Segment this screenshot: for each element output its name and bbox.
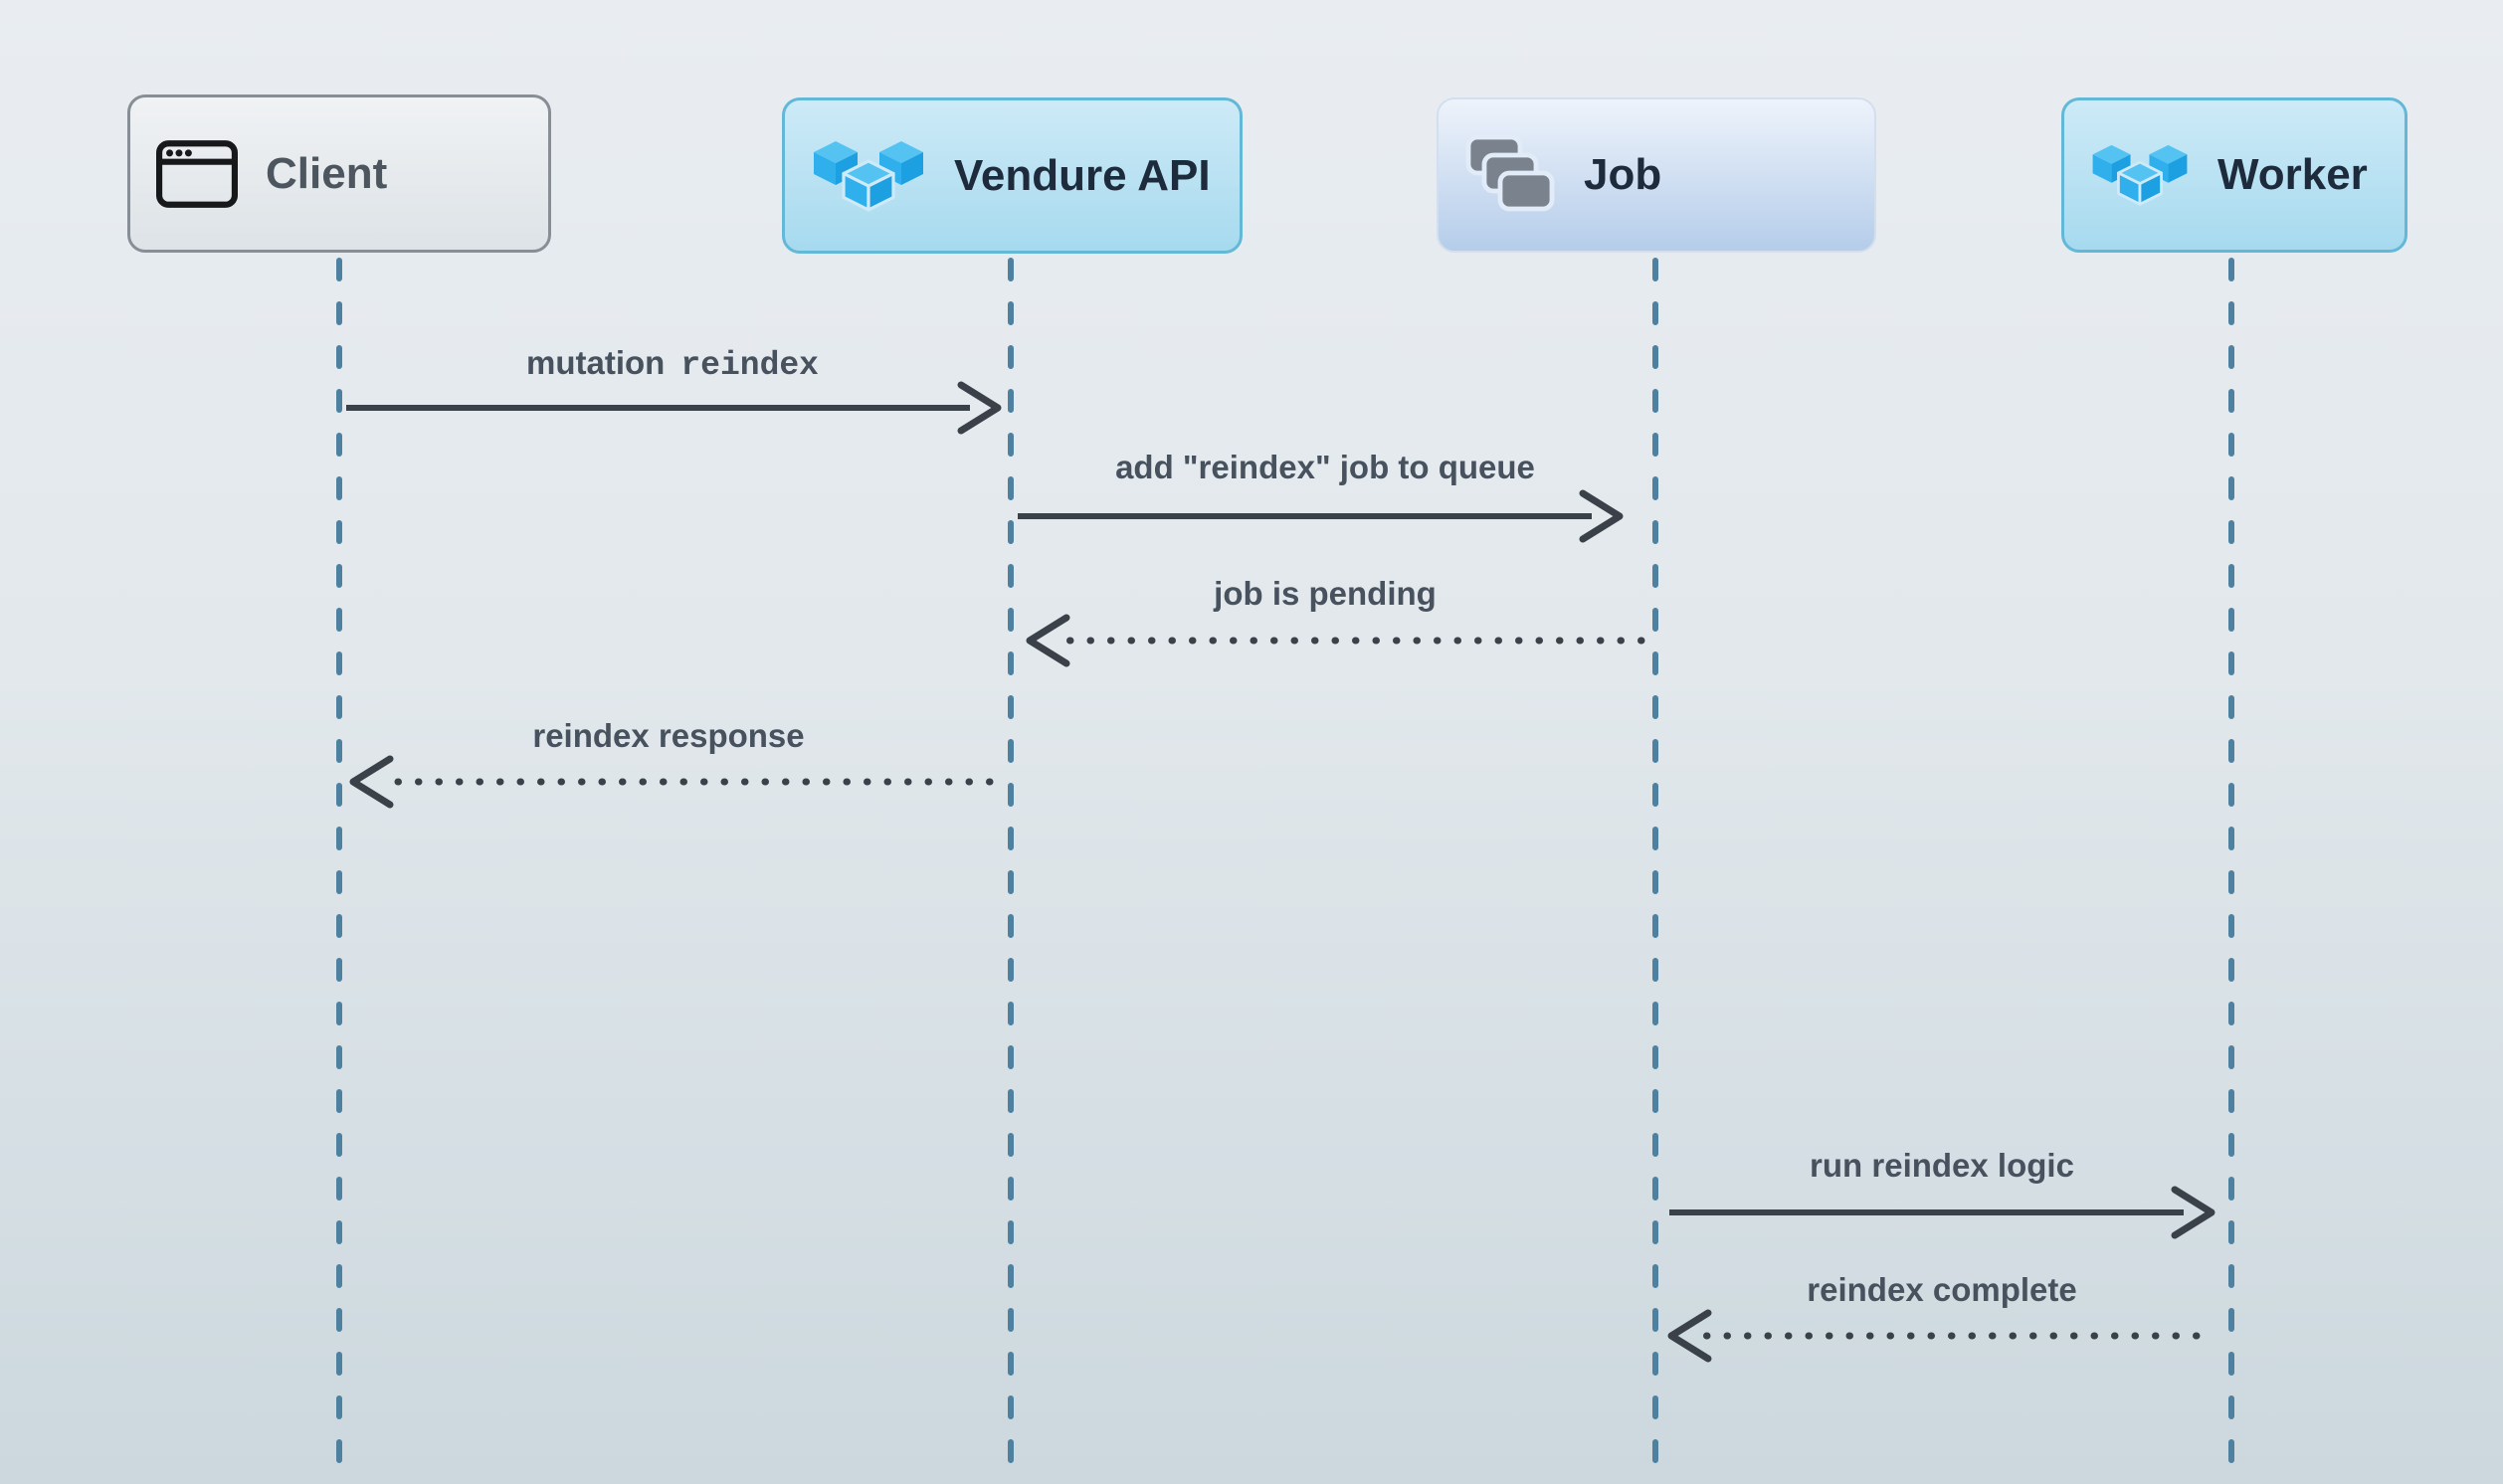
actor-label: Job <box>1584 150 1662 199</box>
actor-label: Worker <box>2217 150 2368 199</box>
actor-client: Client <box>127 94 551 253</box>
arrowhead-left-icon <box>1026 614 1070 667</box>
actor-job: Job <box>1437 97 1876 253</box>
arrow-mutation-reindex <box>346 381 1002 435</box>
arrowhead-right-icon <box>2171 1186 2215 1239</box>
vendure-logo-icon <box>811 126 926 226</box>
arrow-job-is-pending <box>1026 614 1645 667</box>
message-label-add-reindex-job: add "reindex" job to queue <box>1115 449 1535 485</box>
actor-vendure-api: Vendure API <box>782 97 1243 254</box>
arrowhead-left-icon <box>349 755 394 809</box>
message-label-reindex-response: reindex response <box>532 717 805 754</box>
actor-label: Vendure API <box>954 150 1211 200</box>
arrow-run-reindex-logic <box>1669 1186 2215 1239</box>
browser-window-icon <box>156 139 238 208</box>
stacked-cards-icon <box>1464 133 1556 217</box>
arrowhead-right-icon <box>957 381 1002 435</box>
message-label-run-reindex-logic: run reindex logic <box>1810 1147 2074 1184</box>
vendure-logo-icon <box>2090 132 2190 218</box>
message-label-job-is-pending: job is pending <box>1214 575 1437 612</box>
arrowhead-left-icon <box>1667 1309 1712 1363</box>
arrow-reindex-complete <box>1667 1309 2201 1363</box>
arrow-reindex-response <box>349 755 994 809</box>
arrow-add-reindex-job <box>1018 489 1624 543</box>
message-label-mutation-reindex: mutation reindex <box>526 344 819 384</box>
message-text: mutation <box>526 344 666 381</box>
message-code-text: reindex <box>680 347 819 384</box>
actor-worker: Worker <box>2061 97 2407 253</box>
actor-label: Client <box>266 148 388 198</box>
message-label-reindex-complete: reindex complete <box>1807 1271 2077 1308</box>
arrowhead-right-icon <box>1579 489 1624 543</box>
